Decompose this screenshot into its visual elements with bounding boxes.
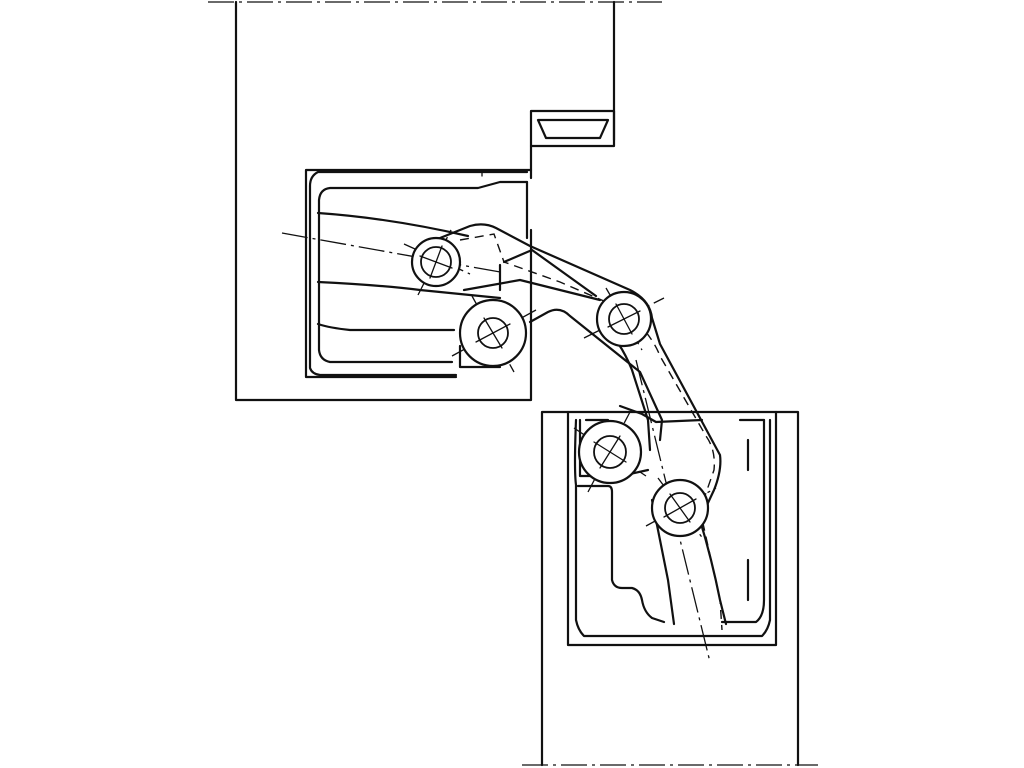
- lower-hinge-housing: [573, 418, 772, 638]
- centre-lines: [281, 227, 717, 663]
- frame-block: [234, 0, 616, 402]
- lower-recess: [566, 410, 778, 647]
- door-seal: [536, 118, 610, 140]
- pin-crosses: [419, 245, 697, 523]
- upper-hinge-housing: [308, 170, 529, 377]
- upper-recess: [304, 168, 533, 379]
- hidden-arm-outline: [459, 233, 723, 631]
- door-block: [540, 410, 800, 767]
- hinge-arm-front: [438, 223, 722, 522]
